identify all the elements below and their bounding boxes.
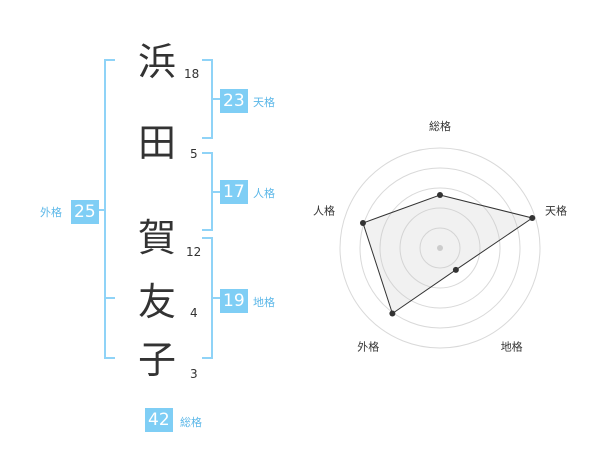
radar-axis-label-0: 総格 <box>429 119 451 133</box>
chikaku-label: 地格 <box>253 296 275 309</box>
radar-point-4 <box>359 219 366 226</box>
radar-ring-3 <box>379 187 501 309</box>
radar-point-0 <box>437 192 443 198</box>
stroke-count-3: 12 <box>186 245 202 259</box>
stroke-count-4: 4 <box>190 306 198 320</box>
name-char-1: 浜 <box>137 40 176 84</box>
soukaku-label: 総格 <box>180 416 202 429</box>
radar-polygon <box>362 194 534 315</box>
radar-axis-label-1: 天格 <box>545 203 567 217</box>
radar-ring-4 <box>359 167 521 329</box>
radar-center-dot <box>437 245 443 251</box>
tenkaku-value: 23 <box>220 89 248 113</box>
gaikaku-label: 外格 <box>40 206 62 219</box>
stroke-count-5: 3 <box>190 367 198 381</box>
soukaku-value: 42 <box>145 408 173 432</box>
name-char-2: 田 <box>137 121 176 165</box>
radar-point-3 <box>389 310 396 317</box>
radar-ring-2 <box>399 207 481 289</box>
chikaku-value: 19 <box>220 289 248 313</box>
name-char-3: 賀 <box>137 216 176 260</box>
radar-point-2 <box>452 266 459 273</box>
radar-point-1 <box>529 215 536 222</box>
name-char-5: 子 <box>137 338 176 382</box>
bracket-lines <box>97 59 220 359</box>
stroke-count-2: 5 <box>190 147 198 161</box>
jinkaku-value: 17 <box>220 180 248 204</box>
radar-points <box>359 192 536 317</box>
tenkaku-label: 天格 <box>253 96 275 109</box>
radar-rings <box>339 147 541 349</box>
jinkaku-label: 人格 <box>253 187 275 200</box>
gaikaku-value: 25 <box>71 200 99 224</box>
radar-ring-1 <box>419 227 461 269</box>
name-char-4: 友 <box>137 280 176 324</box>
radar-axis-label-4: 人格 <box>313 203 335 217</box>
radar-axis-label-3: 外格 <box>357 340 379 354</box>
radar-ring-5 <box>339 147 541 349</box>
stroke-count-1: 18 <box>184 67 200 81</box>
radar-axis-label-2: 地格 <box>501 340 523 354</box>
